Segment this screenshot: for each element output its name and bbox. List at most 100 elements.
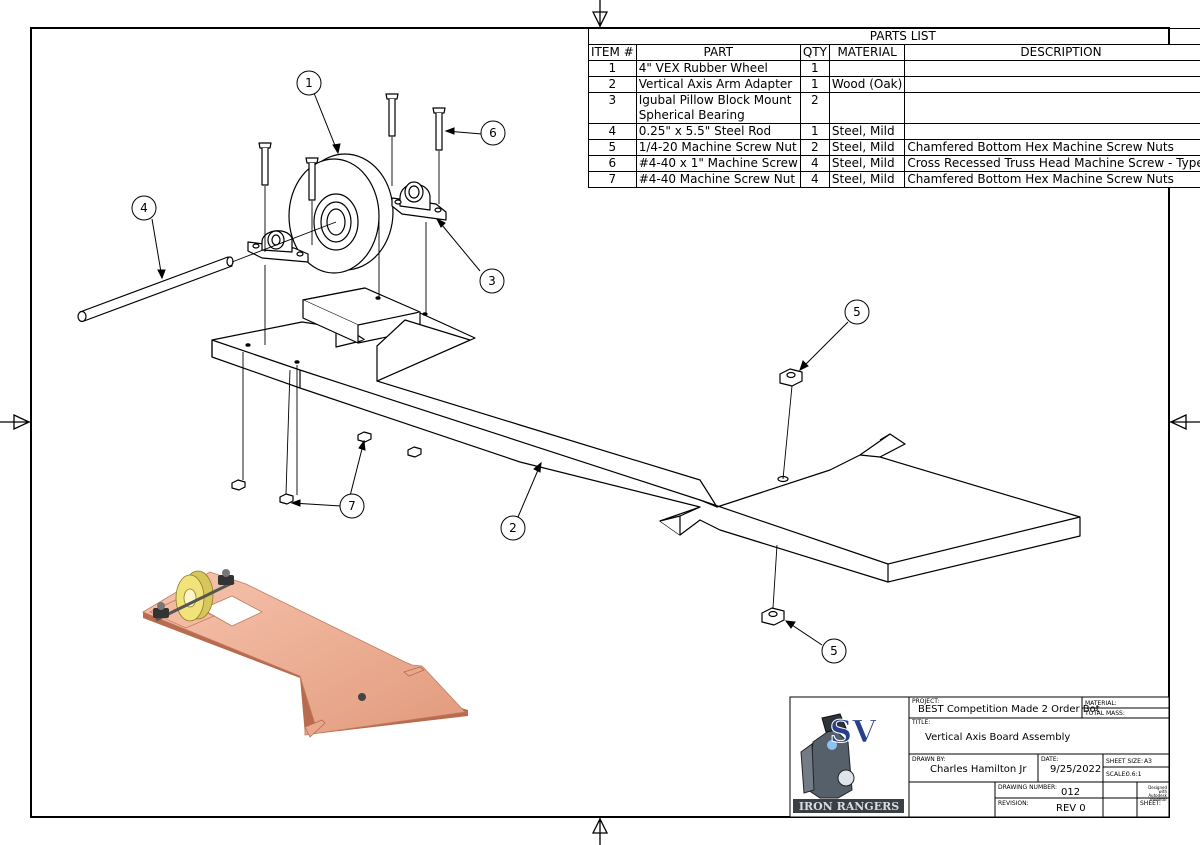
material-label: MATERIAL: <box>1085 700 1117 707</box>
row-part: 0.25" x 5.5" Steel Rod <box>635 123 801 140</box>
scale-value: 0.6:1 <box>1126 771 1142 778</box>
row-item: 5 <box>588 139 637 156</box>
row-description: Chamfered Bottom Hex Machine Screw Nuts <box>904 139 1200 156</box>
row-item: 4 <box>588 123 637 140</box>
header-qty: QTY <box>799 44 830 61</box>
svg-text:6: 6 <box>489 126 497 140</box>
revision-label: REVISION: <box>998 800 1029 807</box>
balloon-4: 4 <box>131 195 157 221</box>
total-mass-label: TOTAL MASS: <box>1085 710 1125 717</box>
drawn-by-label: DRAWN BY: <box>912 756 946 763</box>
row-description: Chamfered Bottom Hex Machine Screw Nuts <box>904 171 1200 188</box>
row-material <box>828 92 906 124</box>
row-description <box>904 92 1200 124</box>
iso-tab-left <box>304 719 326 738</box>
title-block-frame <box>789 696 1170 818</box>
row-item: 7 <box>588 171 637 188</box>
row-qty: 2 <box>799 92 830 124</box>
balloon-6: 6 <box>480 120 506 146</box>
header-part: PART <box>635 44 801 61</box>
designed-with-note: Designed with Autodesk Inventor <box>1148 785 1167 802</box>
header-item: ITEM # <box>588 44 637 61</box>
row-part: #4-40 Machine Screw Nut <box>635 171 801 188</box>
row-part: Igubal Pillow Block Mount Spherical Bear… <box>635 92 801 124</box>
row-part: 1/4-20 Machine Screw Nut <box>635 139 801 156</box>
row-item: 3 <box>588 92 637 124</box>
row-material <box>828 60 906 77</box>
header-description: DESCRIPTION <box>904 44 1200 61</box>
shaded-iso-view <box>142 569 468 738</box>
project-value: BEST Competition Made 2 Order Bot <box>918 704 1100 715</box>
svg-text:4: 4 <box>140 201 148 215</box>
row-description <box>904 60 1200 77</box>
sheet-size-label: SHEET SIZE: <box>1106 758 1143 765</box>
iso-nut <box>358 693 366 701</box>
row-qty: 4 <box>799 171 830 188</box>
drawing-number-value: 012 <box>1061 787 1081 798</box>
sheet-label: SHEET: <box>1140 800 1161 807</box>
iso-bearings <box>153 569 234 618</box>
steel-rod <box>77 256 234 323</box>
row-description <box>904 123 1200 140</box>
date-label: DATE: <box>1041 756 1059 763</box>
row-material: Steel, Mild <box>828 171 906 188</box>
parts-list: PARTS LIST ITEM # PART QTY MATERIAL DESC… <box>588 28 1200 188</box>
header-material: MATERIAL <box>828 44 906 61</box>
row-item: 6 <box>588 155 637 172</box>
pillow-block-right <box>391 181 447 221</box>
row-part: 4" VEX Rubber Wheel <box>635 60 801 77</box>
balloon-1: 1 <box>296 70 322 96</box>
balloon-3: 3 <box>479 268 505 294</box>
scale-label: SCALE: <box>1106 771 1128 778</box>
title-label: TITLE: <box>912 719 931 726</box>
row-qty: 1 <box>799 76 830 93</box>
svg-text:1: 1 <box>305 76 313 90</box>
balloon-5b: 5 <box>821 638 847 664</box>
row-qty: 1 <box>799 123 830 140</box>
revision-value: REV 0 <box>1056 803 1086 814</box>
row-description <box>904 76 1200 93</box>
row-qty: 2 <box>799 139 830 156</box>
balloon-7: 7 <box>339 493 365 519</box>
logo-monogram: SV <box>830 714 877 750</box>
svg-text:3: 3 <box>488 274 496 288</box>
parts-list-title: PARTS LIST <box>588 28 1200 44</box>
row-part: Vertical Axis Arm Adapter <box>635 76 801 93</box>
iso-tab-right <box>403 666 425 677</box>
iso-cutout <box>201 595 263 627</box>
balloons: 1 2 3 4 5 5 6 7 <box>131 70 870 664</box>
row-material: Steel, Mild <box>828 139 906 156</box>
assembly-lines <box>231 137 793 609</box>
row-part: #4-40 x 1" Machine Screw <box>635 155 801 172</box>
row-description: Cross Recessed Truss Head Machine Screw … <box>904 155 1200 172</box>
row-qty: 4 <box>799 155 830 172</box>
svg-text:5: 5 <box>853 305 861 319</box>
row-qty: 1 <box>799 60 830 77</box>
arm-adapter-board <box>211 287 1081 583</box>
project-label: PROJECT: <box>912 698 940 705</box>
row-material: Steel, Mild <box>828 123 906 140</box>
pillow-block-left <box>247 230 309 263</box>
balloon-2: 2 <box>500 515 526 541</box>
logo-wordmark: IRON RANGERS <box>799 800 899 813</box>
iron-rangers-logo: SV IRON RANGERS <box>793 713 904 813</box>
drawn-by-value: Charles Hamilton Jr <box>930 764 1027 775</box>
svg-text:2: 2 <box>509 521 517 535</box>
svg-text:7: 7 <box>348 499 356 513</box>
row-item: 2 <box>588 76 637 93</box>
row-material: Wood (Oak) <box>828 76 906 93</box>
drawing-title: Vertical Axis Board Assembly <box>925 732 1071 743</box>
machine-screws <box>258 93 446 201</box>
nuts <box>231 368 803 626</box>
leader-lines <box>151 92 849 646</box>
drawing-number-label: DRAWING NUMBER: <box>998 784 1058 791</box>
